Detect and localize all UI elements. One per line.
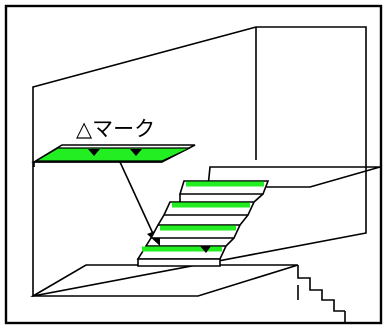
triangle-mark-3: [200, 246, 211, 253]
triangle-mark-2: [130, 149, 142, 156]
riser-2: [157, 214, 165, 226]
riser-3-right: [225, 237, 235, 247]
riser-3: [145, 237, 152, 247]
stair-base-step: [137, 258, 221, 267]
floor-slab: [30, 264, 299, 297]
triangle-mark-1: [88, 149, 100, 156]
back-wall: [32, 26, 367, 297]
descending-stairs: [297, 265, 345, 312]
riser-1-right: [253, 193, 264, 203]
stair-steps: [136, 180, 270, 267]
riser-2-right: [239, 214, 249, 226]
marker-label: △マーク: [76, 117, 155, 141]
outer-frame: [4, 4, 383, 325]
leader-line: [119, 161, 156, 239]
left-landing-marking: [33, 147, 191, 162]
